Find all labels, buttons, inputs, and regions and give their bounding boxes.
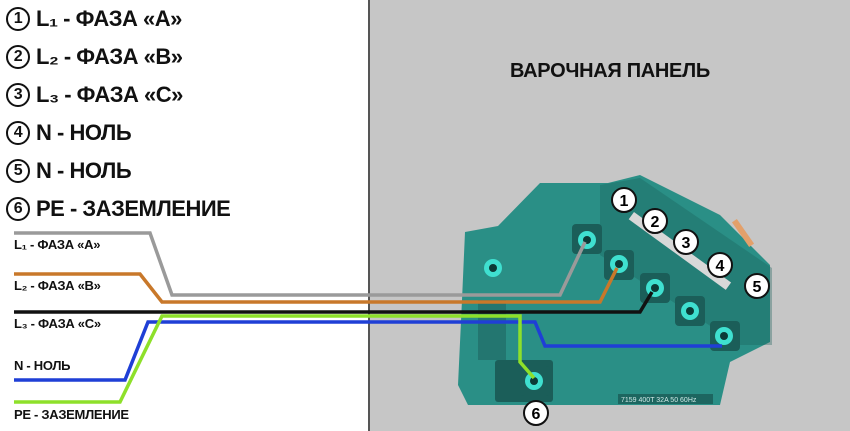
terminal-label-strip: [618, 394, 713, 404]
wire-label-l3: L₃ - ФАЗА «С»: [14, 316, 101, 331]
terminal-callouts: 1 2 3 4 5 6: [523, 187, 770, 426]
legend-number-3: 3: [6, 83, 30, 107]
wire-label-n: N - НОЛЬ: [14, 358, 71, 373]
terminal-label-text: 7159 400T 32A 50 60Hz: [621, 397, 697, 404]
legend-label-3: L₃ - ФАЗА «С»: [36, 82, 183, 107]
fuse-element: [731, 218, 755, 248]
legend-item-5: 5 N - НОЛЬ: [6, 156, 132, 186]
wire-l3: [14, 291, 654, 314]
terminal-block: 7159 400T 32A 50 60Hz: [458, 175, 772, 405]
callout-number-4: 4: [716, 258, 725, 275]
wire-label-pe: PE - ЗАЗЕМЛЕНИЕ: [14, 407, 129, 422]
legend-number-4: 4: [6, 121, 30, 145]
callout-1: 1: [611, 187, 637, 213]
screw-terminal-6: [520, 366, 550, 396]
mounting-screw: [484, 259, 502, 277]
callout-2: 2: [642, 208, 668, 234]
wire-n: [14, 320, 722, 382]
legend-number-5: 5: [6, 159, 30, 183]
legend-label-2: L₂ - ФАЗА «В»: [36, 44, 183, 69]
screw-terminal-2: [604, 250, 634, 280]
callout-3: 3: [673, 229, 699, 255]
wire-label-l2: L₂ - ФАЗА «В»: [14, 278, 101, 293]
legend-label-4: N - НОЛЬ: [36, 120, 132, 145]
wire-l1: [14, 231, 587, 297]
callout-number-6: 6: [532, 406, 541, 423]
screw-terminal-5: [710, 321, 740, 351]
callout-number-3: 3: [682, 235, 691, 252]
legend-label-5: N - НОЛЬ: [36, 158, 132, 183]
callout-6: 6: [523, 400, 549, 426]
legend-number-2: 2: [6, 45, 30, 69]
wire-pe: [14, 314, 536, 404]
screw-terminal-3: [640, 273, 670, 303]
legend-number-1: 1: [6, 7, 30, 31]
callout-number-5: 5: [753, 279, 762, 296]
screw-terminal-4: [675, 296, 705, 326]
wire-label-l1: L₁ - ФАЗА «А»: [14, 237, 101, 252]
screw-terminal-1: [572, 224, 602, 254]
callout-number-1: 1: [620, 193, 629, 210]
legend-label-6: PE - ЗАЗЕМЛЕНИЕ: [36, 196, 231, 221]
legend-number-6: 6: [6, 197, 30, 221]
callout-5: 5: [744, 273, 770, 299]
legend-item-3: 3 L₃ - ФАЗА «С»: [6, 80, 183, 110]
panel-title: ВАРОЧНАЯ ПАНЕЛЬ: [510, 60, 710, 82]
legend-label-1: L₁ - ФАЗА «А»: [36, 6, 182, 31]
legend-item-1: 1 L₁ - ФАЗА «А»: [6, 4, 182, 34]
legend-item-6: 6 PE - ЗАЗЕМЛЕНИЕ: [6, 194, 231, 224]
callout-number-2: 2: [651, 214, 660, 231]
legend-item-4: 4 N - НОЛЬ: [6, 118, 132, 148]
wire-l2: [14, 267, 619, 304]
wires: [14, 231, 722, 404]
callout-4: 4: [707, 252, 733, 278]
legend-pane: [0, 0, 368, 431]
legend-item-2: 2 L₂ - ФАЗА «В»: [6, 42, 183, 72]
